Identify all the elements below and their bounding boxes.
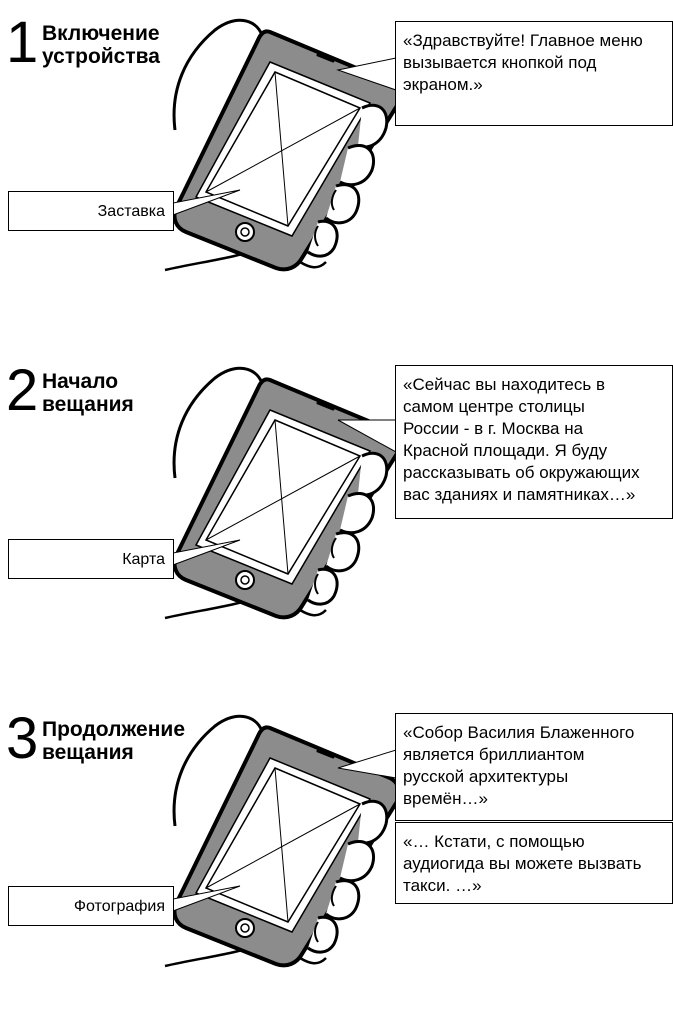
step-number: 2 <box>6 358 39 423</box>
step-title: Включение устройства <box>42 22 160 68</box>
step-number: 1 <box>6 10 39 75</box>
screen-label: Фотография <box>8 886 174 926</box>
screen-label: Заставка <box>8 191 174 231</box>
speech-callout: «… Кстати, с помощью аудиогида вы можете… <box>395 822 673 904</box>
speech-callout: «Здравствуйте! Главное меню вызывается к… <box>395 21 673 126</box>
step-panel-2: 2 Начало вещания «Сейчас вы находитесь в… <box>0 348 673 678</box>
step-panel-1: 1 Включение устройства «Здравствуйте! Гл… <box>0 0 673 330</box>
speech-callout: «Сейчас вы находитесь в самом центре сто… <box>395 365 673 519</box>
step-title: Продолжение вещания <box>42 718 186 764</box>
phone-in-hand-illustration <box>163 366 402 620</box>
speech-callout: «Собор Василия Блаженного является брилл… <box>395 713 673 821</box>
step-number: 3 <box>6 706 39 771</box>
step-panel-3: 3 Продолжение вещания «Собор Василия Бла… <box>0 696 673 1026</box>
screen-label: Карта <box>8 539 174 579</box>
step-title: Начало вещания <box>42 370 134 416</box>
